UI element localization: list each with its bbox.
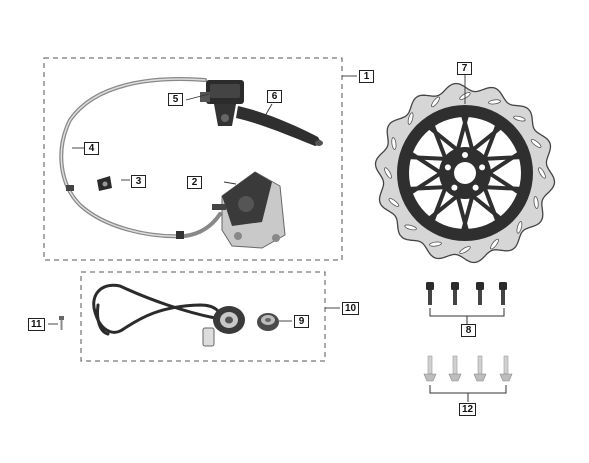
leader-lines <box>48 75 466 325</box>
hose-clip <box>97 176 112 191</box>
disc-slot <box>513 115 526 122</box>
disc-spoke <box>455 195 470 232</box>
callout-6: 6 <box>267 90 282 103</box>
callout-7: 7 <box>457 62 472 75</box>
bracket-12 <box>429 385 507 402</box>
disc-spoke <box>471 194 503 221</box>
disc-bolt-hole <box>444 164 451 171</box>
callout-9: 9 <box>294 315 309 328</box>
disc-slot <box>459 246 471 254</box>
callout-11: 11 <box>28 318 45 331</box>
master-cylinder <box>200 80 244 126</box>
disc-slot <box>429 241 442 247</box>
disc-slot <box>530 139 542 148</box>
disc-slot <box>538 167 546 179</box>
disc-slot <box>404 224 417 231</box>
screw <box>473 355 487 382</box>
disc-slot <box>488 99 501 105</box>
group-box-speedometer-drive <box>80 271 326 362</box>
disc-slot <box>516 221 523 234</box>
disc-spoke <box>409 155 446 161</box>
disc-slot <box>533 196 539 209</box>
disc-spoke <box>484 185 521 191</box>
screws <box>423 355 513 382</box>
disc-slot <box>384 167 392 179</box>
brake-hose <box>59 77 222 239</box>
disc-slot <box>391 137 397 150</box>
callout-12: 12 <box>459 403 477 416</box>
callout-10: 10 <box>342 302 360 315</box>
brake-disc <box>374 82 556 264</box>
callout-3: 3 <box>131 175 146 188</box>
disc-bolts <box>426 282 507 305</box>
speedometer-cable <box>92 283 221 336</box>
screw <box>423 355 437 382</box>
bracket-8 <box>429 308 505 324</box>
bolt <box>499 282 507 305</box>
bolt <box>476 282 484 305</box>
disc-bolt-hole <box>479 164 486 171</box>
disc-bolt-hole <box>462 152 468 158</box>
disc-spoke <box>430 186 448 222</box>
speedometer-drive <box>202 306 245 347</box>
disc-spoke <box>409 171 443 195</box>
spacer <box>257 313 279 331</box>
brake-caliper <box>212 171 286 249</box>
disc-bolt-hole <box>472 184 479 191</box>
disc-slot <box>431 96 440 108</box>
disc-slot <box>388 198 400 207</box>
callout-8: 8 <box>461 324 476 337</box>
screw <box>448 355 462 382</box>
bolt <box>451 282 459 305</box>
disc-spoke <box>484 155 521 161</box>
brake-lever <box>236 106 323 146</box>
callout-5: 5 <box>168 93 183 106</box>
callout-2: 2 <box>187 176 202 189</box>
disc-spoke <box>427 125 459 152</box>
callout-4: 4 <box>84 142 99 155</box>
disc-bolt-hole <box>451 184 458 191</box>
disc-slot <box>407 112 414 125</box>
disc-spoke <box>482 124 500 160</box>
screw-11 <box>59 316 64 330</box>
disc-slot <box>490 238 499 250</box>
disc-spoke <box>460 114 475 151</box>
bolt <box>426 282 434 305</box>
callout-1: 1 <box>359 70 374 83</box>
group-box-brake-assembly <box>43 57 343 261</box>
screw <box>499 355 513 382</box>
